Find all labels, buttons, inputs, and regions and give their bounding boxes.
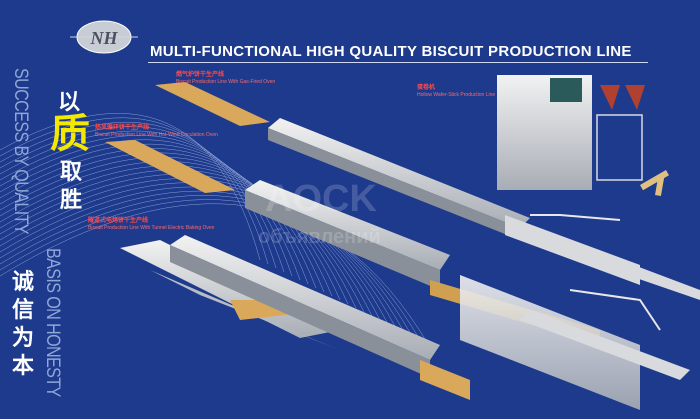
ray-line <box>0 178 381 321</box>
ray-line <box>0 113 261 261</box>
label-zh: 燃气炉饼干生产线 <box>176 72 225 78</box>
ray-line <box>0 169 365 313</box>
ray-line <box>0 139 309 285</box>
right-forming-lines <box>505 214 690 380</box>
slogan-basis-on-honesty: BASIS ON HONESTY <box>42 248 66 397</box>
ray-line <box>0 165 357 309</box>
ray-line <box>0 186 397 329</box>
ray-line <box>0 190 405 333</box>
ray-line <box>0 126 285 273</box>
company-logo: NH <box>70 18 138 56</box>
slogan-cn-zhi: 质 <box>50 112 90 156</box>
label-zh: 热风循环饼干生产线 <box>95 125 150 131</box>
svg-text:NH: NH <box>90 28 119 48</box>
decorative-rays <box>0 113 429 345</box>
label-en: Biscuit Production Line With Tunnel Elec… <box>88 225 215 231</box>
hot-wind-oven-line <box>105 140 640 410</box>
slogan-cn-qusheng: 取胜 <box>60 159 83 212</box>
ray-line <box>0 130 293 277</box>
ray-line <box>0 161 349 305</box>
slogan-cn-yi: 以 <box>58 89 81 114</box>
ray-line <box>0 148 325 293</box>
label-en: Biscuit Production Line With Gas-Fired O… <box>176 79 276 85</box>
ray-line <box>0 173 373 317</box>
ray-line <box>0 182 389 325</box>
ray-line <box>0 121 277 269</box>
ray-line <box>0 143 317 289</box>
ray-line <box>0 156 341 301</box>
wafer-stick-machine <box>497 75 669 197</box>
slogan-cn-chengxin: 诚信为本 <box>12 269 35 378</box>
ray-line <box>0 195 413 337</box>
label-zh: 蛋卷机 <box>417 85 436 91</box>
label-zh: 隧道式电烤饼干生产线 <box>88 218 149 224</box>
slogan-success-by-quality: SUCCESS BY QUALITY <box>10 68 34 234</box>
label-en: Biscuit Production Line With Hot-Wind Ci… <box>95 132 218 138</box>
page-title: MULTI-FUNCTIONAL HIGH QUALITY BISCUIT PR… <box>150 43 632 60</box>
ray-line <box>0 135 301 281</box>
title-divider <box>148 62 648 63</box>
tunnel-electric-oven-line <box>120 235 470 400</box>
ray-line <box>0 117 269 265</box>
watermark-logo: AOCK <box>265 178 377 220</box>
label-en: Hollow Wafer-Stick Production Line <box>417 92 496 98</box>
watermark-text: объявлений <box>258 226 381 248</box>
ray-line <box>0 152 333 297</box>
